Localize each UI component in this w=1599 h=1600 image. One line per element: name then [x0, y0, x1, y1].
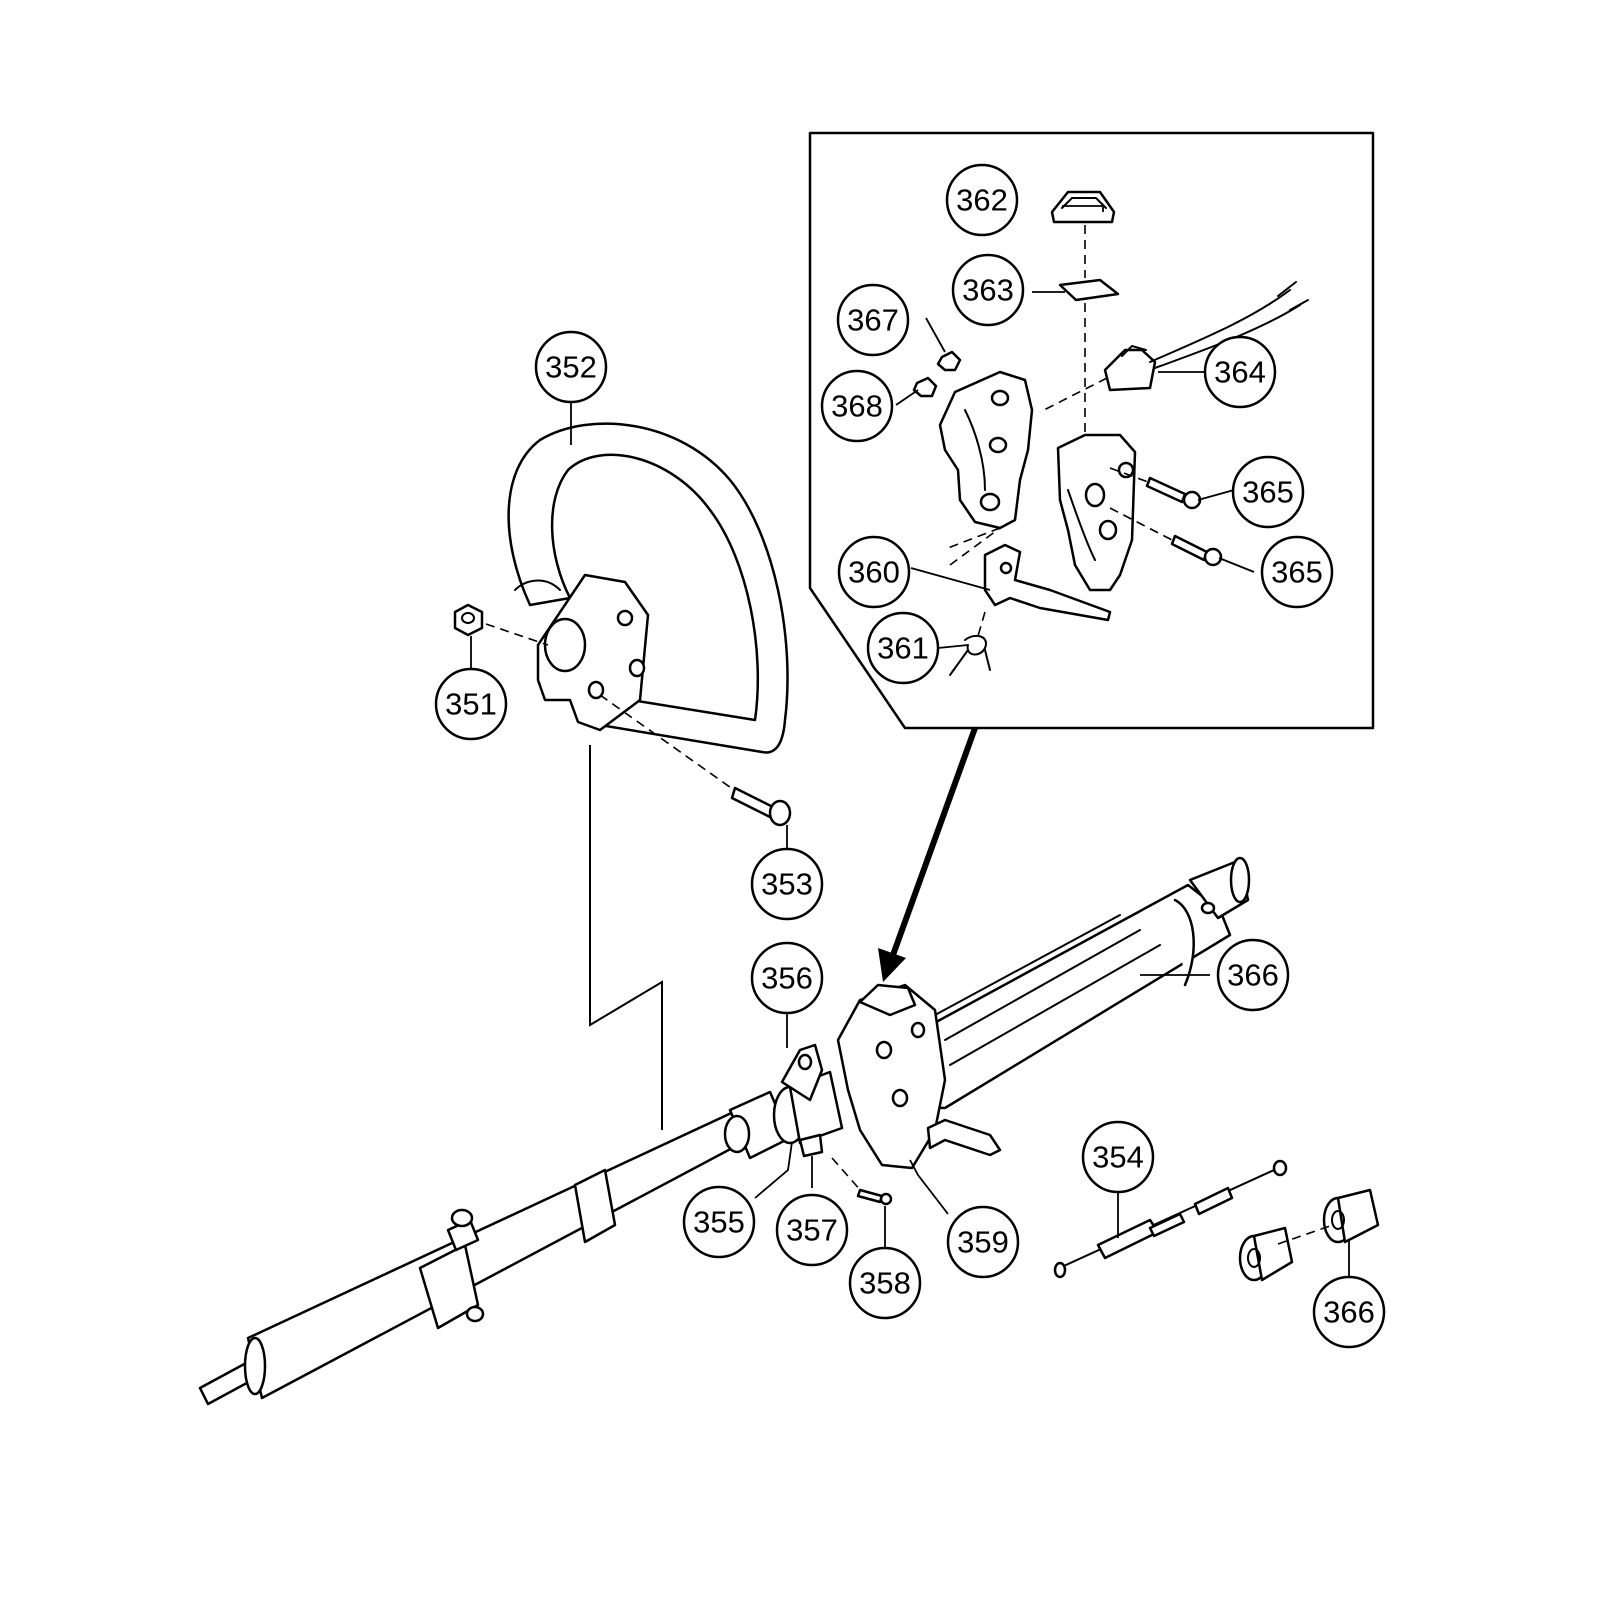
screw-upper-part: [1145, 476, 1202, 510]
callout-label: 354: [1092, 1140, 1144, 1175]
collar-screw-part: [856, 1188, 893, 1206]
callout-364: 364: [1203, 335, 1277, 409]
damper-rubber-part: [1238, 1188, 1380, 1282]
callout-label: 358: [859, 1266, 911, 1301]
callout-352: 352: [534, 330, 608, 404]
screw-lower-part: [1170, 534, 1223, 567]
callout-label: 359: [957, 1225, 1009, 1260]
callout-351: 351: [434, 667, 508, 741]
callout-label: 355: [693, 1205, 745, 1240]
callout-363: 363: [951, 253, 1025, 327]
shaft-collar-part: [772, 1043, 844, 1158]
nut-upper-part: [936, 350, 962, 372]
callout-label: 365: [1242, 475, 1294, 510]
handle-half-left-part: [938, 370, 1034, 530]
callout-365-lower: 365: [1260, 535, 1334, 609]
callout-label: 360: [848, 555, 900, 590]
callout-label: 366: [1227, 958, 1279, 993]
switch-cap-part: [1050, 190, 1116, 224]
callout-358: 358: [848, 1246, 922, 1320]
callout-label: 357: [786, 1213, 838, 1248]
stop-switch-part: [1103, 281, 1309, 392]
callout-362: 362: [945, 163, 1019, 237]
callout-label: 353: [761, 867, 813, 902]
loop-handle-part: [507, 422, 789, 754]
callout-368: 366: [1216, 938, 1290, 1012]
trigger-spring-part: [949, 634, 991, 676]
throttle-trigger-part: [983, 543, 1112, 622]
callout-label: 352: [545, 350, 597, 385]
callout-label: 367: [847, 303, 899, 338]
callout-354: 354: [1081, 1120, 1155, 1194]
callout-label: 351: [445, 687, 497, 722]
throttle-handle-assembly-part: [836, 856, 1251, 1170]
handle-bolt-part: [730, 786, 792, 827]
callout-361: 361: [866, 611, 940, 685]
callout-label: 366: [1323, 1295, 1375, 1330]
callout-353: 353: [750, 847, 824, 921]
callout-label: 364: [1214, 355, 1266, 390]
callout-355: 355: [682, 1185, 756, 1259]
callout-label: 361: [877, 631, 929, 666]
handle-half-right-part: [1056, 433, 1137, 592]
callout-367: 366: [1312, 1275, 1386, 1349]
callout-label: 363: [962, 273, 1014, 308]
switch-plate-part: [1058, 278, 1120, 302]
drive-shaft-tube-part: [198, 1090, 792, 1406]
callout-359: 359: [946, 1205, 1020, 1279]
callout-label: 356: [761, 961, 813, 996]
callout-label: 368: [831, 389, 883, 424]
inset-panel: [808, 131, 1375, 730]
callout-357: 357: [775, 1193, 849, 1267]
callout-360: 360: [837, 535, 911, 609]
leader-lines: [470, 205, 1350, 1293]
callout-366-lower: 368: [820, 369, 894, 443]
callout-365-upper: 365: [1231, 455, 1305, 529]
callout-366-upper: 367: [836, 283, 910, 357]
callout-356: 356: [750, 941, 824, 1015]
detail-arrow: [878, 726, 978, 982]
handle-nut-part: [453, 603, 484, 637]
nut-lower-part: [912, 376, 938, 398]
callout-label: 362: [956, 183, 1008, 218]
callout-label: 365: [1271, 555, 1323, 590]
throttle-cable-part: [1053, 1159, 1288, 1279]
